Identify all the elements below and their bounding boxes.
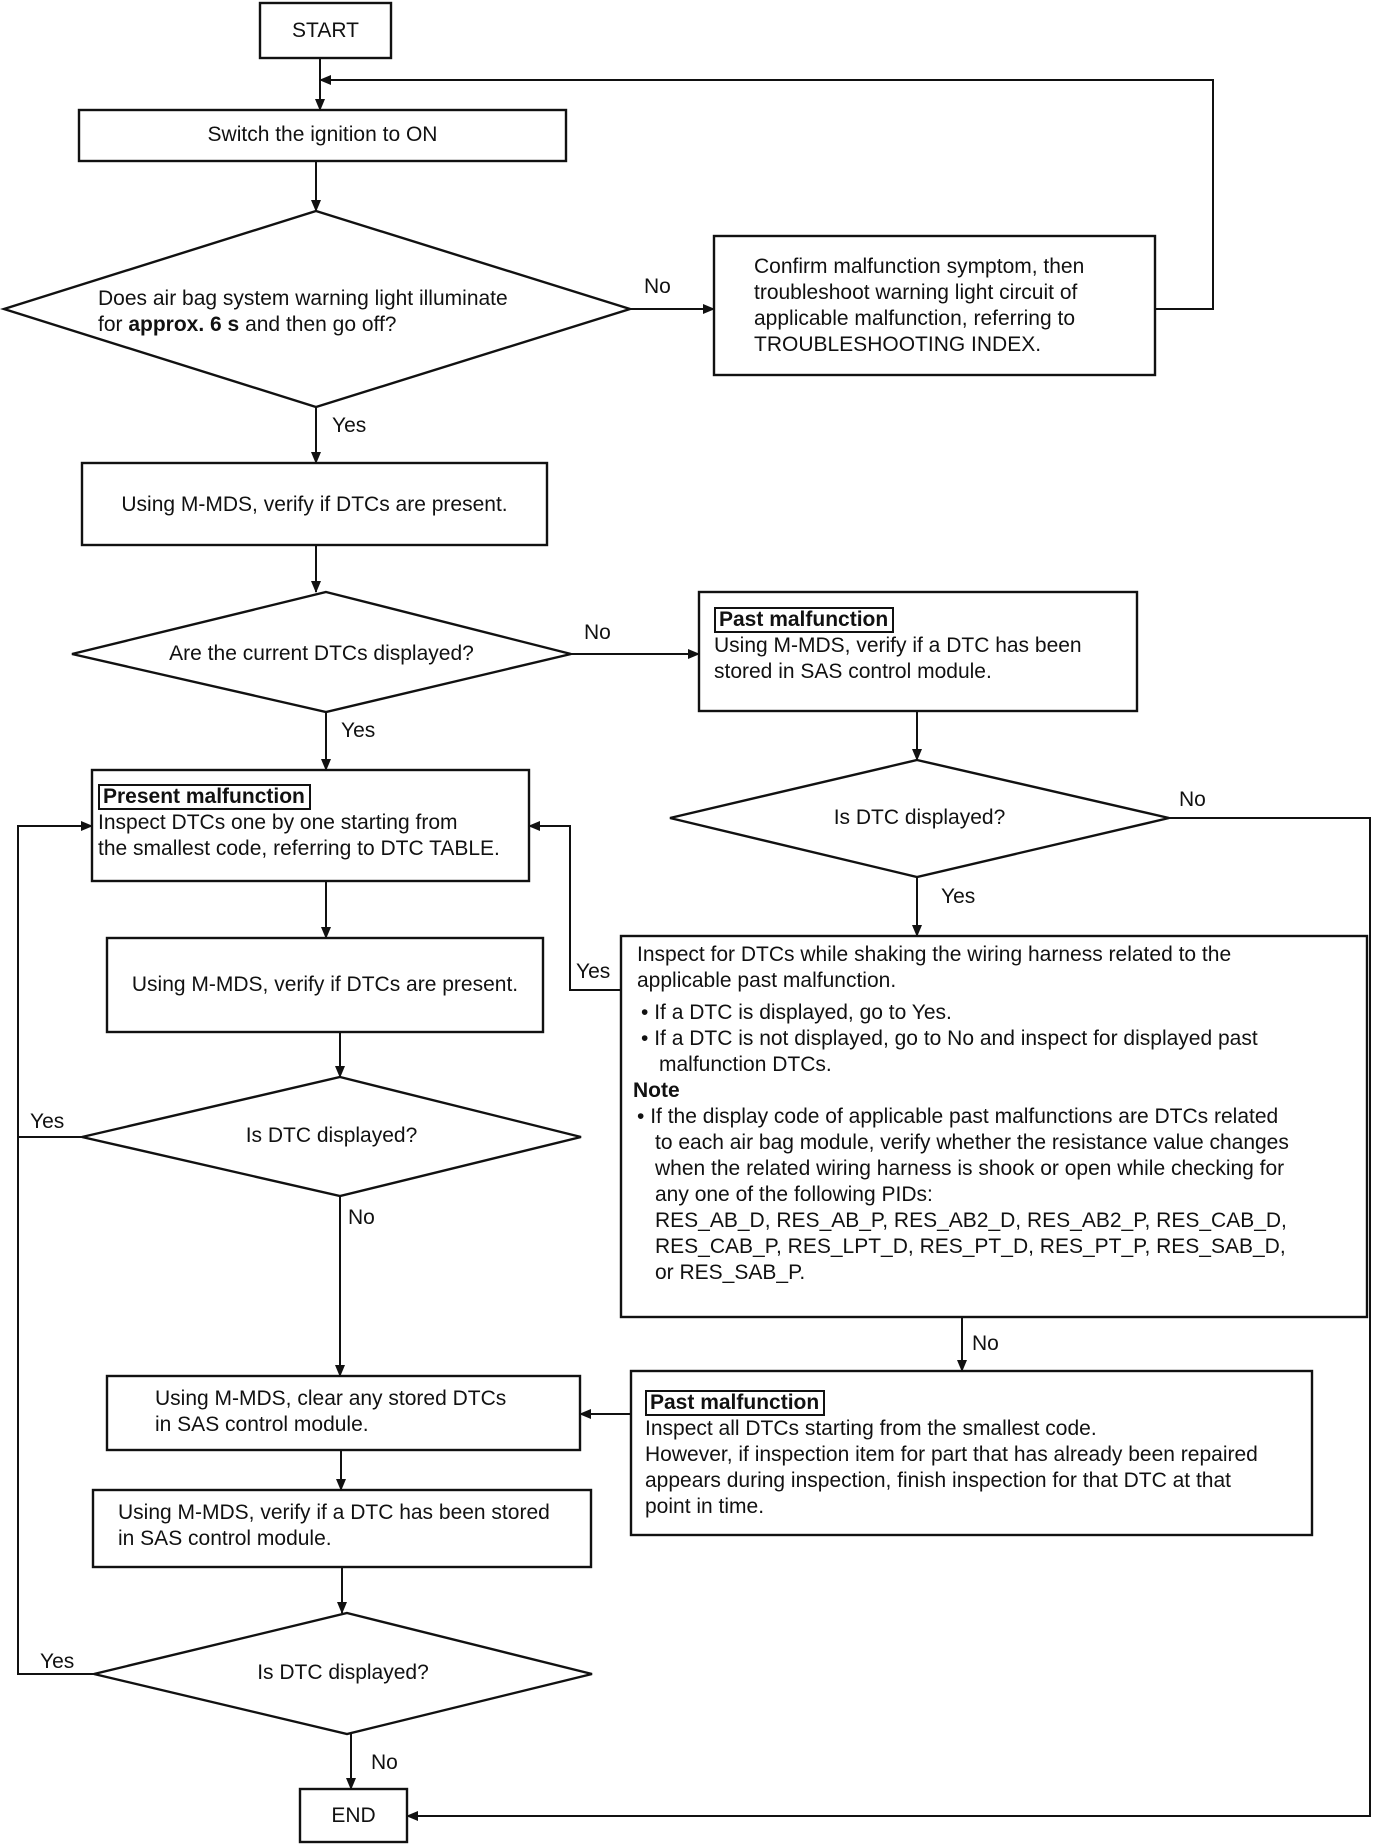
bullet-yes: • If a DTC is displayed, go to Yes.: [641, 1001, 952, 1024]
present-malfunction-tag: Present malfunction: [98, 784, 311, 810]
dtc-question-2: Is DTC displayed?: [245, 1124, 418, 1147]
end-label: END: [331, 1804, 376, 1827]
bullet-no: • If a DTC is not displayed, go to No an…: [641, 1027, 1258, 1050]
dtc-question-3: Is DTC displayed?: [257, 1661, 429, 1684]
shake-inspection-text: Inspect for DTCs while shaking the wirin…: [633, 943, 1289, 1284]
edge-confirm-loop: [319, 75, 1214, 310]
verify-stored-dtc-box: [91, 1488, 593, 1569]
label-yes-shake: Yes: [576, 960, 610, 983]
verify-dtc-label-2: Using M-MDS, verify if DTCs are present.: [131, 973, 519, 996]
shake-inspection-box: [619, 934, 1369, 1319]
start-terminal: [258, 1, 393, 60]
label-yes-current: Yes: [341, 719, 375, 742]
label-yes-dtcq2: Yes: [30, 1110, 64, 1133]
present-malfunction-text: Present malfunction Inspect DTCs one by …: [98, 784, 500, 860]
label-no-dtcq1: No: [1179, 788, 1206, 811]
ignition-label: Switch the ignition to ON: [207, 123, 438, 146]
label-yes-dtcq3: Yes: [40, 1650, 74, 1673]
verify-stored-dtc-text: Using M-MDS, verify if a DTC has been st…: [118, 1501, 550, 1550]
past-malfunction-text-2: Past malfunction Inspect all DTCs starti…: [645, 1390, 1258, 1518]
past-malfunction-text-1: Past malfunction Using M-MDS, verify if …: [714, 607, 1082, 683]
note-text: • If the display code of applicable past…: [637, 1105, 1279, 1128]
verify-dtc-box-2: [105, 936, 545, 1034]
past-malfunction-tag-2: Past malfunction: [645, 1390, 826, 1416]
verify-dtc-label-1: Using M-MDS, verify if DTCs are present.: [121, 493, 508, 516]
warning-question-line-1: Does air bag system warning light illumi…: [98, 287, 508, 310]
label-no-shake: No: [972, 1332, 999, 1355]
warning-question: Does air bag system warning light illumi…: [98, 286, 508, 338]
start-label: START: [292, 19, 359, 42]
label-no-dtcq3: No: [371, 1751, 398, 1774]
edge-shake-yes: [528, 821, 621, 991]
confirm-symptom-text: Confirm malfunction symptom, then troubl…: [754, 255, 1085, 356]
label-no-warning: No: [644, 275, 671, 298]
past-malfunction-box-2: [629, 1369, 1314, 1537]
edge-dtcq1-no: [406, 817, 1371, 1821]
dtc-question-1: Is DTC displayed?: [833, 806, 1006, 829]
note-heading: Note: [633, 1079, 680, 1102]
label-no-current: No: [584, 621, 611, 644]
duration-emphasis: approx. 6 s: [128, 313, 240, 336]
label-yes-dtcq1: Yes: [941, 885, 975, 908]
past-malfunction-tag-1: Past malfunction: [714, 607, 895, 633]
verify-dtc-box-1: [80, 461, 549, 547]
label-no-dtcq2: No: [348, 1206, 375, 1229]
label-yes-warning: Yes: [332, 414, 366, 437]
current-dtc-question: Are the current DTCs displayed?: [169, 642, 474, 665]
edge-dtcq2-yes: [17, 821, 93, 1138]
dtc-displayed-decision-3: [93, 1611, 593, 1736]
warning-question-line-2: for approx. 6 s and then go off?: [98, 313, 397, 336]
edge-dtcq3-yes: [17, 1137, 94, 1675]
ignition-box: [77, 108, 568, 163]
clear-dtc-text: Using M-MDS, clear any stored DTCs in SA…: [155, 1387, 507, 1436]
